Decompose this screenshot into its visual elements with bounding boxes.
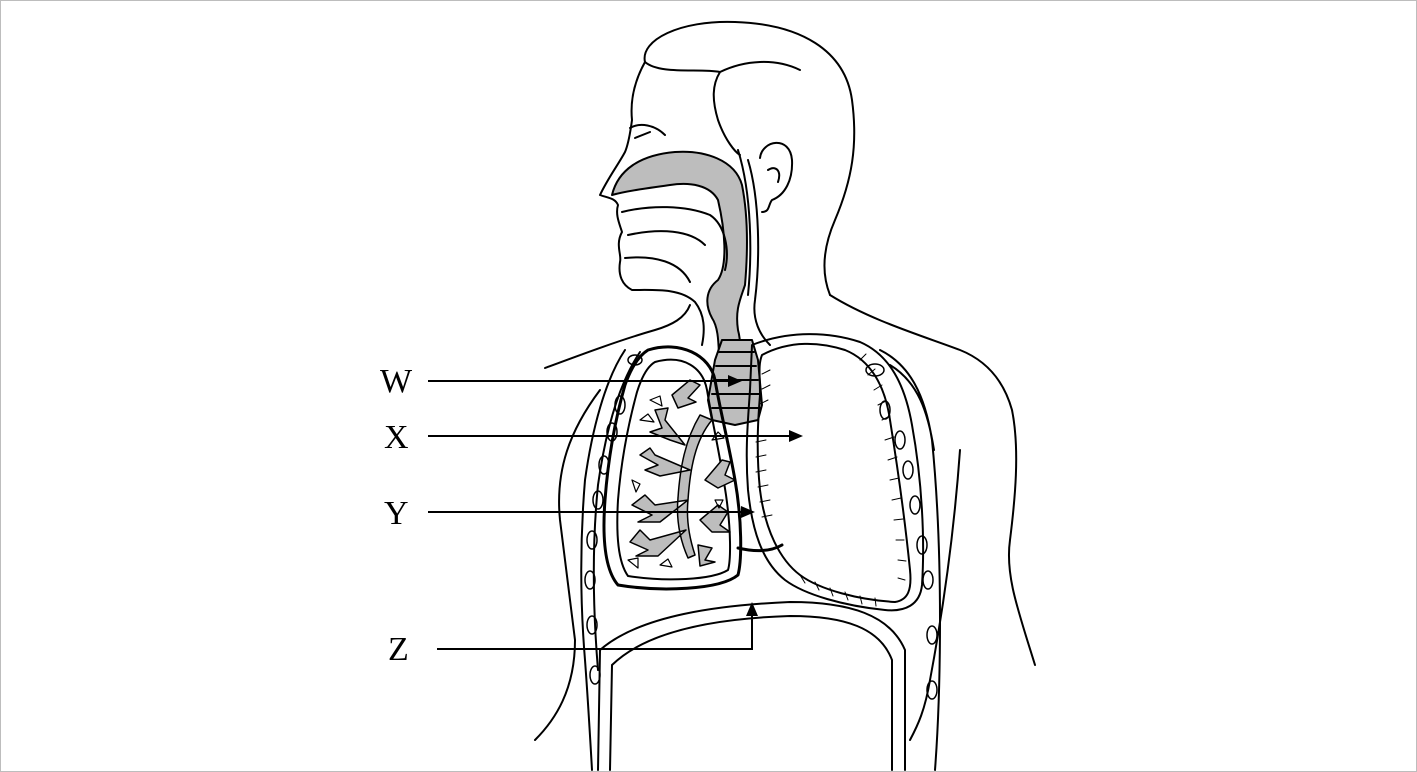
neck-back-shoulder <box>830 295 1035 665</box>
face-profile <box>600 62 704 345</box>
right-lung-cavity <box>747 334 923 610</box>
hairline <box>645 62 800 155</box>
right-lung-outline <box>758 344 911 602</box>
palate-tongue <box>622 207 727 282</box>
label-y: Y <box>384 495 409 532</box>
eye <box>630 125 665 138</box>
label-w: W <box>380 363 413 400</box>
arrowhead-x <box>789 430 803 442</box>
front-shoulder <box>545 305 690 368</box>
ear <box>760 143 792 212</box>
label-z: Z <box>388 631 409 668</box>
left-arm <box>535 390 600 740</box>
label-x: X <box>384 419 409 456</box>
